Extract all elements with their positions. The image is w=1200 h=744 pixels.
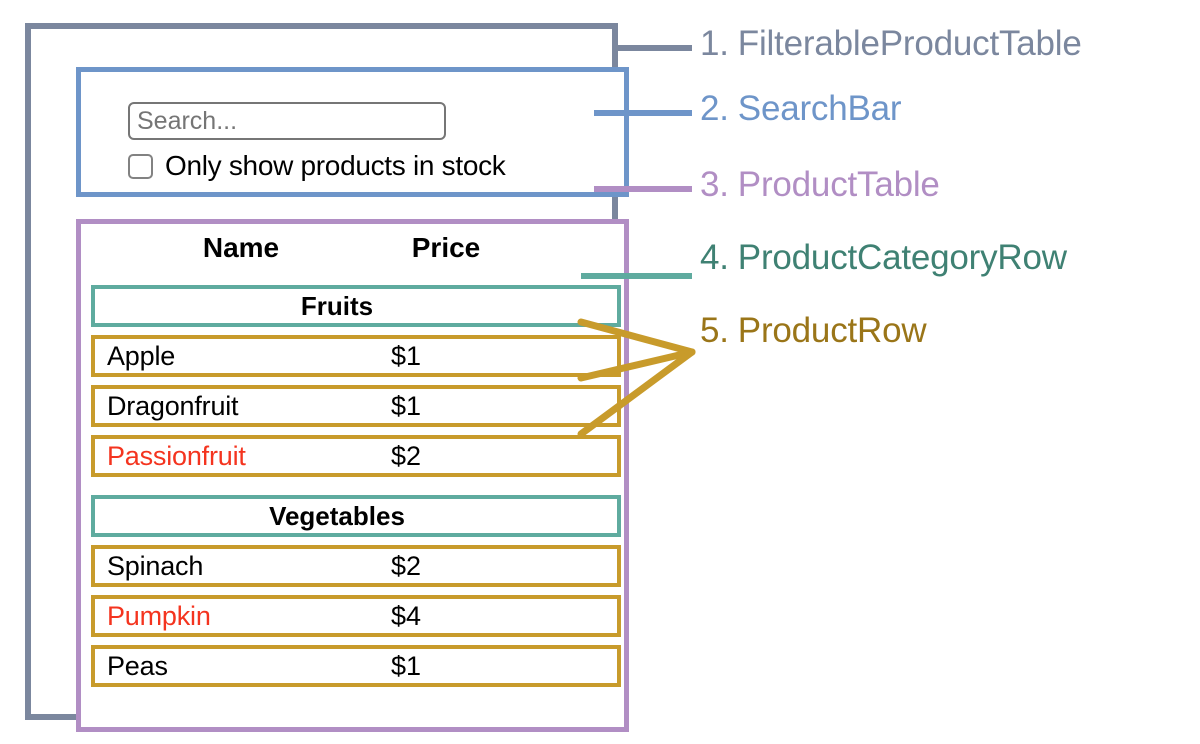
product-table-header: Name Price — [81, 232, 624, 276]
product-row: Apple $1 — [91, 335, 621, 377]
product-row: Passionfruit $2 — [91, 435, 621, 477]
product-row: Pumpkin $4 — [91, 595, 621, 637]
product-row: Peas $1 — [91, 645, 621, 687]
product-price: $1 — [391, 390, 422, 421]
product-name: Pumpkin — [107, 600, 211, 631]
product-row: Dragonfruit $1 — [91, 385, 621, 427]
product-table-box: Name Price Fruits Apple $1 Dragonfruit $… — [76, 219, 629, 732]
product-price: $4 — [391, 600, 422, 631]
legend-number: 5. — [700, 311, 729, 350]
column-header-price: Price — [411, 232, 481, 263]
product-name: Dragonfruit — [107, 390, 239, 421]
legend-label: ProductRow — [737, 311, 927, 350]
in-stock-checkbox-label: Only show products in stock — [165, 150, 506, 181]
in-stock-checkbox[interactable] — [128, 153, 153, 179]
product-category-row: Fruits — [91, 285, 621, 327]
product-price: $1 — [391, 650, 422, 681]
product-name: Peas — [107, 650, 168, 681]
product-price: $2 — [391, 550, 422, 581]
legend-item-product-category-row: 4.ProductCategoryRow — [700, 238, 1067, 278]
legend-label: SearchBar — [737, 89, 902, 128]
legend-item-product-row: 5.ProductRow — [700, 311, 927, 351]
product-rows-area: Fruits Apple $1 Dragonfruit $1 Passionfr… — [91, 285, 621, 695]
legend-label: ProductCategoryRow — [737, 238, 1067, 277]
product-row: Spinach $2 — [91, 545, 621, 587]
column-header-name: Name — [202, 232, 280, 263]
legend-label: ProductTable — [737, 165, 940, 204]
legend-item-filterable-product-table: 1.FilterableProductTable — [700, 24, 1082, 64]
product-category-label: Fruits — [300, 290, 374, 321]
search-bar-box: Only show products in stock — [76, 67, 629, 197]
product-name: Spinach — [107, 550, 204, 581]
product-name: Apple — [107, 340, 176, 371]
legend-number: 1. — [700, 24, 729, 63]
product-category-row: Vegetables — [91, 495, 621, 537]
product-price: $2 — [391, 440, 422, 471]
legend-label: FilterableProductTable — [737, 24, 1082, 63]
legend-number: 4. — [700, 238, 729, 277]
legend-item-product-table: 3.ProductTable — [700, 165, 940, 205]
product-name: Passionfruit — [107, 440, 246, 471]
in-stock-filter-row[interactable]: Only show products in stock — [128, 150, 506, 182]
legend-item-search-bar: 2.SearchBar — [700, 89, 902, 129]
filterable-product-table-box: Only show products in stock Name Price F… — [25, 23, 629, 732]
legend-number: 2. — [700, 89, 729, 128]
search-input[interactable] — [128, 102, 446, 140]
product-category-label: Vegetables — [269, 500, 405, 531]
product-price: $1 — [391, 340, 422, 371]
legend-number: 3. — [700, 165, 729, 204]
